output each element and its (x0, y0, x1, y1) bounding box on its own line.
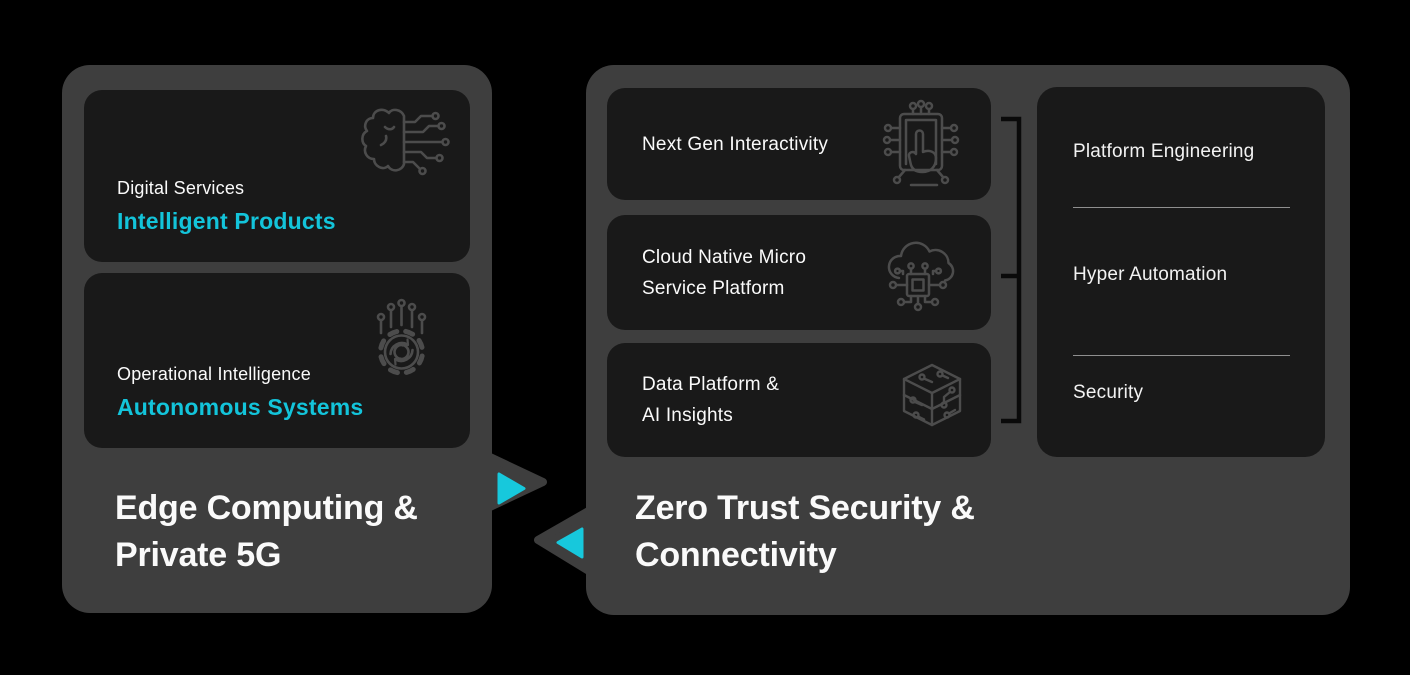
capability-platform-engineering: Platform Engineering (1073, 141, 1255, 162)
group-bracket (1001, 116, 1022, 424)
divider (1073, 355, 1290, 356)
brain-circuit-icon (357, 100, 452, 185)
intelligent-products-card: Digital Services Intelligent Products (84, 90, 470, 262)
right-arrow-icon (486, 453, 547, 511)
cloud-microservice-icon (873, 226, 963, 318)
gear-automation-icon (353, 295, 450, 380)
next-gen-interactivity-card: Next Gen Interactivity (607, 88, 991, 200)
card-title: Intelligent Products (117, 208, 336, 234)
right-panel-title: Zero Trust Security & Connectivity (635, 489, 975, 574)
card-label: Cloud Native Micro Service Platform (642, 246, 807, 299)
card-subtitle: Digital Services (117, 178, 245, 198)
divider (1073, 207, 1290, 208)
data-platform-card: Data Platform & AI Insights (607, 343, 991, 457)
card-title: Autonomous Systems (117, 394, 364, 420)
edge-computing-panel: Digital Services Intelligent Products Op… (62, 65, 492, 613)
touch-interactivity-icon (875, 98, 965, 192)
capability-hyper-automation: Hyper Automation (1073, 264, 1228, 285)
card-label: Next Gen Interactivity (642, 133, 829, 155)
panel-connector-arrows (486, 453, 596, 577)
capabilities-card: Platform Engineering Hyper Automation Se… (1037, 87, 1325, 457)
zero-trust-panel: Next Gen Interactivity Cloud N (586, 65, 1350, 615)
left-panel-title: Edge Computing & Private 5G (115, 489, 418, 574)
card-subtitle: Operational Intelligence (117, 364, 311, 384)
card-label: Data Platform & AI Insights (642, 374, 780, 426)
data-cube-icon (891, 357, 973, 443)
left-arrow-icon (534, 505, 596, 577)
cloud-native-card: Cloud Native Micro Service Platform (607, 215, 991, 330)
autonomous-systems-card: Operational Intelligence Autonomous Syst… (84, 273, 470, 448)
capability-security: Security (1073, 382, 1144, 403)
